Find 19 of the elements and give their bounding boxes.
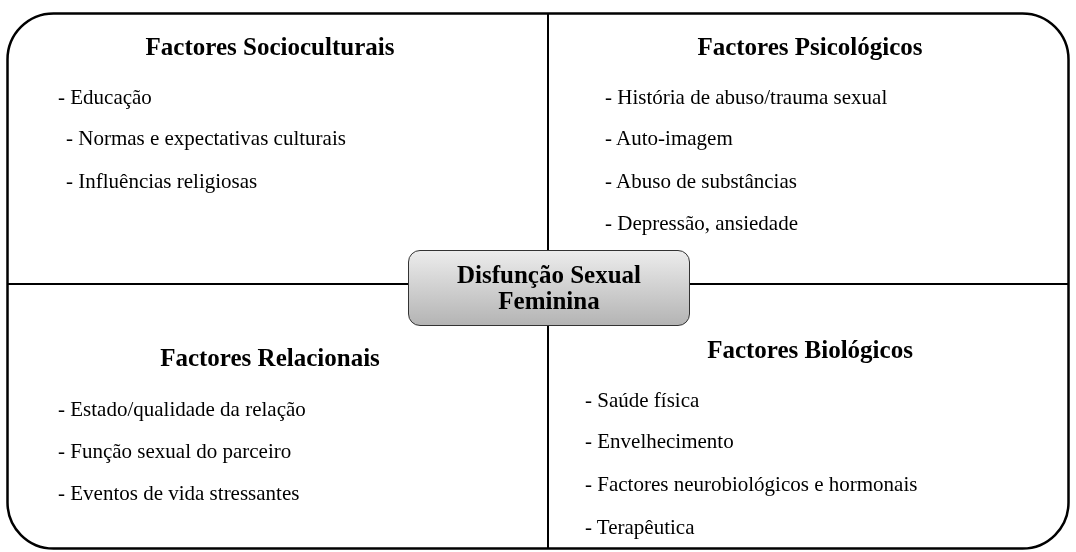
quadrant-heading: Factores Psicológicos <box>697 35 923 59</box>
quadrant-heading: Factores Biológicos <box>707 338 913 362</box>
list-item: - Educação <box>58 85 152 109</box>
list-item: - Eventos de vida stressantes <box>58 481 300 505</box>
quadrant-heading: Factores Socioculturais <box>145 35 395 59</box>
list-item: - História de abuso/trauma sexual <box>605 85 888 109</box>
list-item: - Terapêutica <box>585 515 695 539</box>
list-item: - Saúde física <box>585 388 700 412</box>
list-item: - Envelhecimento <box>585 429 734 453</box>
center-box: Disfunção Sexual Feminina <box>408 250 690 326</box>
list-item: - Auto-imagem <box>605 126 733 150</box>
quadrant-heading: Factores Relacionais <box>160 346 380 370</box>
list-item: - Normas e expectativas culturais <box>66 126 346 150</box>
list-item: - Função sexual do parceiro <box>58 439 292 463</box>
list-item: - Depressão, ansiedade <box>605 211 798 235</box>
list-item: - Abuso de substâncias <box>605 169 797 193</box>
list-item: - Influências religiosas <box>66 169 258 193</box>
list-item: - Estado/qualidade da relação <box>58 397 306 421</box>
list-item: - Factores neurobiológicos e hormonais <box>585 472 918 496</box>
